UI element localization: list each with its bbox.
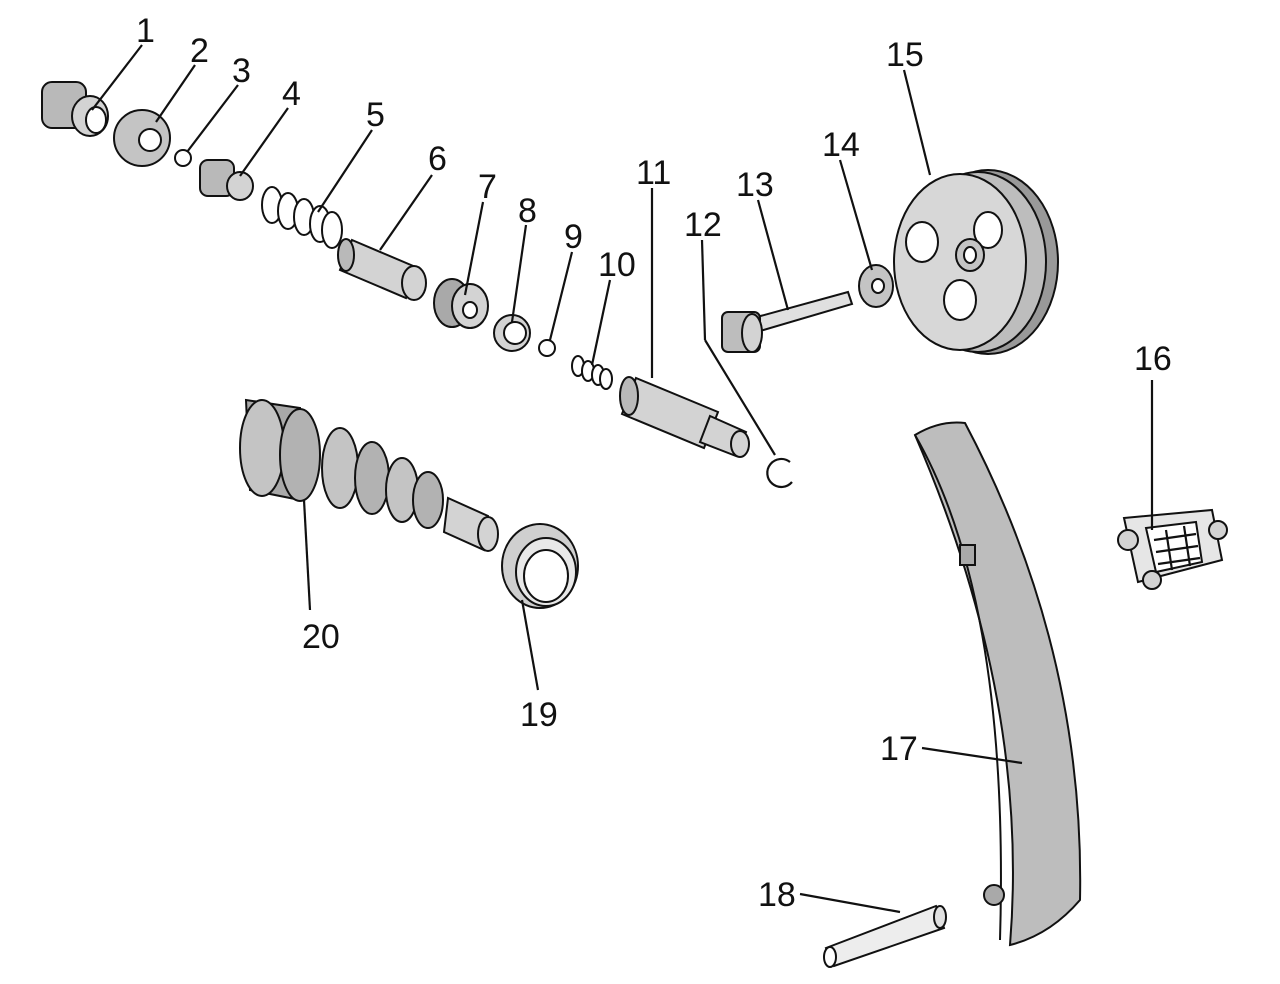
part-17-tensioner-rail [913,421,1082,947]
label-16: 16 [1134,340,1172,378]
label-3: 3 [232,52,251,90]
part-13-bolt [721,290,854,353]
part-9-small-ring [538,339,556,357]
leader-19 [520,599,540,691]
part-18-pin [823,904,947,968]
part-15-pulley [893,169,1059,355]
part-3-small-ring [174,149,192,167]
part-number-labels: 1 2 3 4 5 6 7 8 9 10 11 12 13 14 15 16 1… [136,12,1172,914]
part-6-piston [337,238,427,301]
part-19-seal-ring [501,523,579,609]
part-16-chain-link [1117,508,1228,590]
leader-9 [548,251,574,341]
leader-lines [91,44,1154,914]
label-20: 20 [302,618,340,656]
leader-10 [590,279,612,366]
leader-4 [239,107,289,177]
label-10: 10 [598,246,636,284]
leader-17 [921,746,1023,765]
label-4: 4 [282,75,301,113]
label-1: 1 [136,12,155,50]
leader-2 [155,64,196,123]
part-12-circlip [766,457,793,489]
leader-8 [510,224,528,323]
leader-7 [463,201,485,296]
part-11-plunger [619,376,750,458]
label-7: 7 [478,168,497,206]
label-2: 2 [190,32,209,70]
leader-20 [302,499,312,611]
label-19: 19 [520,696,558,734]
leader-1 [91,44,143,111]
part-20-shaft [239,398,499,552]
label-18: 18 [758,876,796,914]
part-10-spring [571,355,613,390]
label-15: 15 [886,36,924,74]
leader-5 [317,129,373,213]
leader-12a [700,239,707,341]
label-12: 12 [684,206,722,244]
label-9: 9 [564,218,583,256]
leader-14 [838,159,874,271]
leader-3 [186,84,239,153]
label-6: 6 [428,140,447,178]
label-8: 8 [518,192,537,230]
part-2-washer [113,109,171,167]
label-13: 13 [736,166,774,204]
part-4-valve [199,159,254,201]
label-17: 17 [880,730,918,768]
part-7-seal [433,278,489,329]
label-5: 5 [366,96,385,134]
leader-18 [799,892,901,914]
leader-13 [756,199,790,311]
part-8-bushing [493,314,531,352]
leader-15 [902,69,932,176]
part-14-washer [858,264,894,308]
leader-6 [379,174,433,251]
part-5-spring [261,186,343,249]
label-11: 11 [636,154,671,192]
part-1-cap-nut [41,81,109,137]
leader-12b [704,339,776,456]
label-14: 14 [822,126,860,164]
